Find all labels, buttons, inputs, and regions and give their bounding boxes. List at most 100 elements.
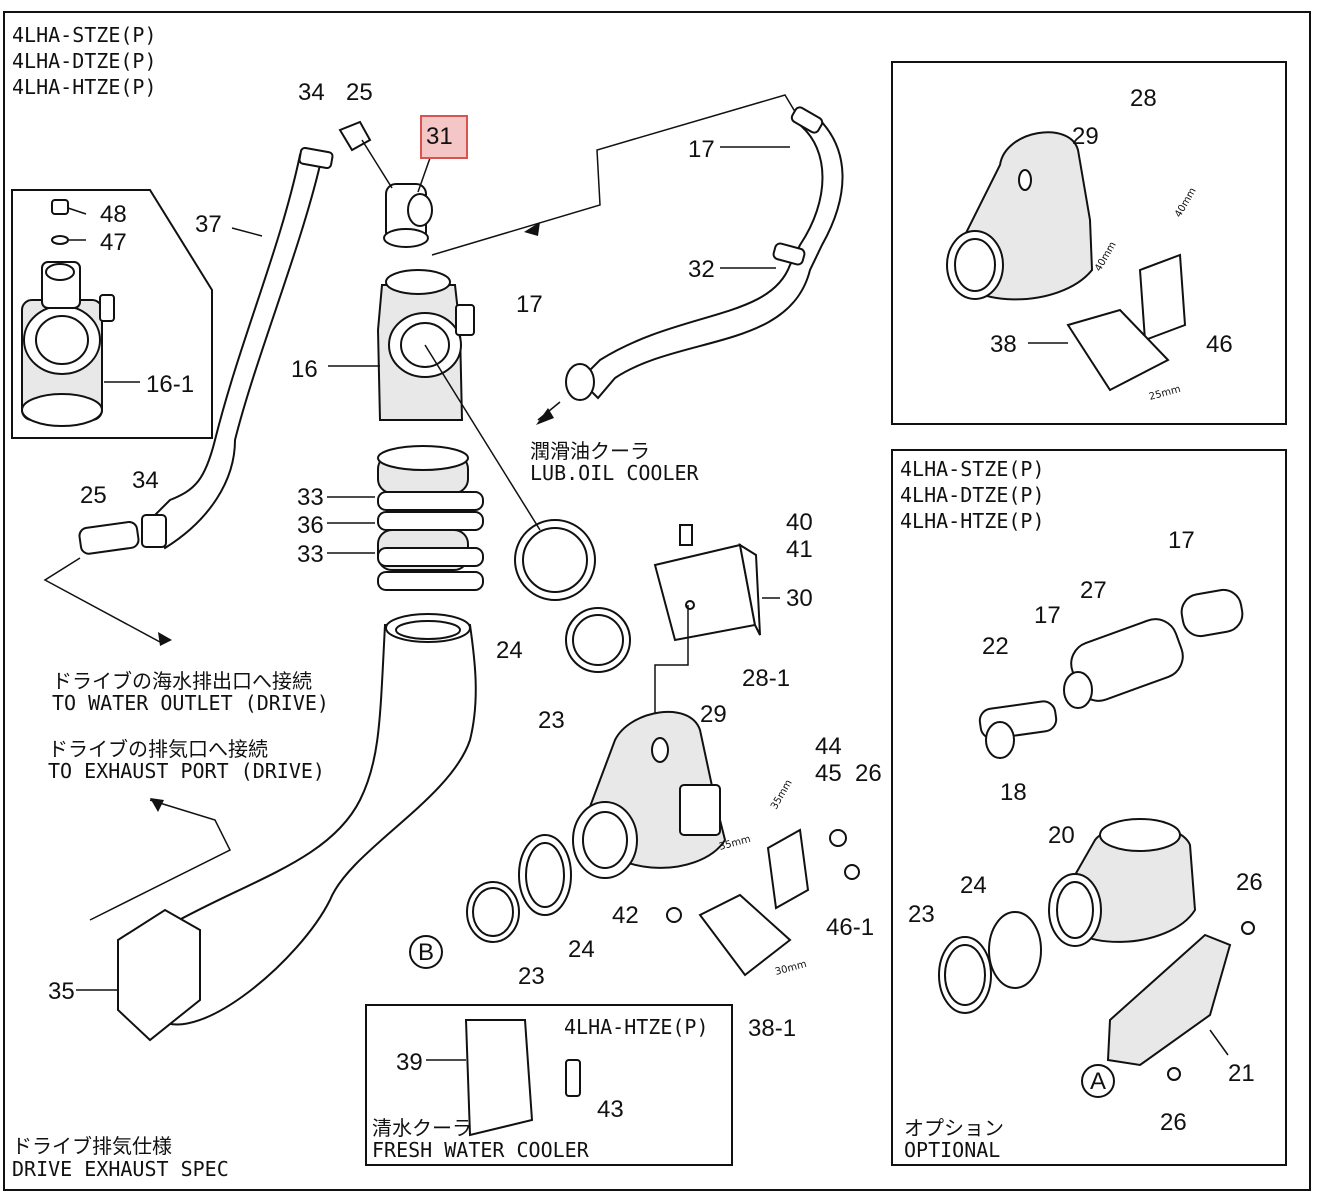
arrow-lub <box>536 408 554 425</box>
leader-lines <box>67 146 1229 1061</box>
label-33b: 33 <box>297 541 324 568</box>
label-27: 27 <box>1080 577 1107 604</box>
hose-32 <box>578 116 844 400</box>
fitting-25-bottom <box>78 520 140 555</box>
option-parts <box>938 588 1255 1081</box>
arrow-exhaust <box>150 798 164 812</box>
label-46-1: 46-1 <box>826 914 874 941</box>
label-17b: 17 <box>516 291 543 318</box>
label-25b: 25 <box>80 482 107 509</box>
diagram-frame <box>3 11 1311 1191</box>
label-26b: 26 <box>1236 869 1263 896</box>
bolt-26a <box>844 864 860 880</box>
clamps-33-36 <box>377 445 484 591</box>
label-42: 42 <box>612 902 639 929</box>
label-26c: 26 <box>1160 1109 1187 1136</box>
bolt-42 <box>666 907 682 923</box>
caption-fresh-en: FRESH WATER COOLER <box>372 1138 590 1162</box>
inset-16-1-frame <box>11 189 213 439</box>
label-17c: 17 <box>1168 527 1195 554</box>
caption-fresh-jp: 清水クーラ <box>372 1116 472 1140</box>
caption-lub-jp: 潤滑油クーラ <box>530 439 650 463</box>
route-31-to-17 <box>431 94 801 256</box>
ref-b-circle <box>409 935 443 969</box>
dim-35a: 35mm <box>769 778 795 811</box>
bolt-44 <box>829 829 847 847</box>
label-28: 28 <box>1130 85 1157 112</box>
label-17d: 17 <box>1034 602 1061 629</box>
label-37: 37 <box>195 211 222 238</box>
label-35: 35 <box>48 978 75 1005</box>
clamp-34-top <box>298 146 334 170</box>
caption-spec-en: DRIVE EXHAUST SPEC <box>12 1157 229 1181</box>
label-47: 47 <box>100 229 127 256</box>
fresh-water-box <box>365 1004 733 1166</box>
dim-25a: 25mm <box>1148 384 1182 403</box>
label-39: 39 <box>396 1049 423 1076</box>
caption-lub-en: LUB.OIL COOLER <box>530 461 700 485</box>
caption-exhaust-en: TO EXHAUST PORT (DRIVE) <box>48 759 325 783</box>
clamp-17-mid <box>772 242 806 266</box>
caption-water-jp: ドライブの海水排出口へ接続 <box>52 669 312 693</box>
label-33a: 33 <box>297 484 324 511</box>
label-29b: 29 <box>1072 123 1099 150</box>
label-24c: 24 <box>960 872 987 899</box>
caption-spec-jp: ドライブ排気仕様 <box>12 1134 172 1158</box>
label-20: 20 <box>1048 822 1075 849</box>
clamp-34-bottom <box>141 514 167 548</box>
caption-fresh-model: 4LHA-HTZE(P) <box>564 1015 709 1039</box>
part-29-center <box>572 710 727 879</box>
label-25a: 25 <box>346 79 373 106</box>
part-29-upper <box>946 131 1094 301</box>
caption-water-en: TO WATER OUTLET (DRIVE) <box>52 691 329 715</box>
label-18: 18 <box>1000 779 1027 806</box>
model-line-2: 4LHA-DTZE(P) <box>12 49 157 73</box>
lower-right-box <box>891 449 1287 1166</box>
label-28-1: 28-1 <box>742 665 790 692</box>
bolt-40 <box>679 524 693 546</box>
label-30: 30 <box>786 585 813 612</box>
caption-optional-en: OPTIONAL <box>904 1138 1000 1162</box>
cover-30 <box>653 543 757 642</box>
part-31-drawing <box>383 183 433 248</box>
label-24a: 24 <box>496 637 523 664</box>
ref-a-label: A <box>1090 1068 1106 1095</box>
options-model-3: 4LHA-HTZE(P) <box>900 509 1045 533</box>
ref-b-label: B <box>418 939 434 966</box>
label-38-1: 38-1 <box>748 1015 796 1042</box>
label-34b: 34 <box>132 467 159 494</box>
bracket-46-1 <box>766 828 810 910</box>
label-31[interactable]: 31 <box>426 123 453 150</box>
label-16-1: 16-1 <box>146 371 194 398</box>
label-17a: 17 <box>688 136 715 163</box>
plate-38-1 <box>698 893 792 977</box>
hose-17-end <box>565 363 595 401</box>
label-22: 22 <box>982 633 1009 660</box>
label-45: 45 <box>815 760 842 787</box>
highlight-31[interactable] <box>420 115 468 159</box>
fitting-25-top <box>338 120 372 152</box>
flange-35 <box>117 908 201 1042</box>
dim-30: 30mm <box>774 959 808 978</box>
label-23a: 23 <box>538 707 565 734</box>
label-43: 43 <box>597 1096 624 1123</box>
bracket-39 <box>464 1019 534 1137</box>
caption-optional-jp: オプション <box>904 1116 1004 1140</box>
label-23c: 23 <box>908 901 935 928</box>
label-44: 44 <box>815 733 842 760</box>
model-line-3: 4LHA-HTZE(P) <box>12 75 157 99</box>
bracket-46 <box>1138 253 1187 342</box>
label-38: 38 <box>990 331 1017 358</box>
label-23b: 23 <box>518 963 545 990</box>
caption-exhaust-jp: ドライブの排気口へ接続 <box>48 737 268 761</box>
hose-37 <box>148 153 322 550</box>
label-29a: 29 <box>700 701 727 728</box>
ref-a-circle <box>1081 1064 1115 1098</box>
part-16-1-drawing <box>21 199 115 427</box>
label-34a: 34 <box>298 79 325 106</box>
part-16-drawing <box>376 269 475 421</box>
arrow-31 <box>524 222 540 236</box>
label-40: 40 <box>786 509 813 536</box>
arrow-water <box>158 632 172 646</box>
